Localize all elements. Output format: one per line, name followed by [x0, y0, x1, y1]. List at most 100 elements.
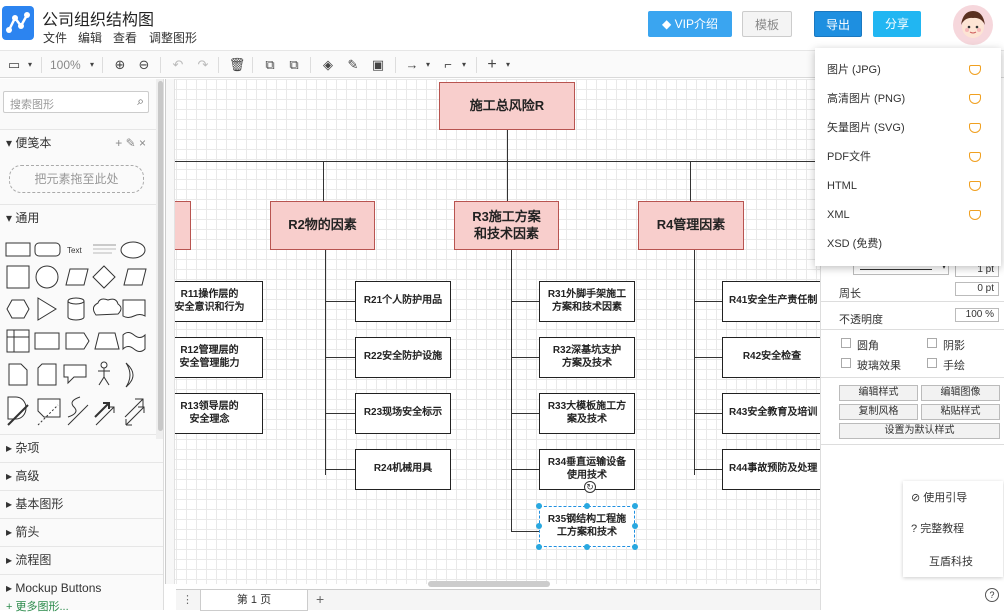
- leaf-node[interactable]: R41安全生产责任制: [722, 281, 820, 322]
- redo-icon[interactable]: ↷: [197, 57, 209, 72]
- scratchpad-tools-icon[interactable]: + ✎ ×: [115, 136, 146, 150]
- shape-search-input[interactable]: 搜索图形 ⌕: [3, 91, 149, 113]
- vip-button[interactable]: ◆ VIP介绍: [648, 11, 732, 37]
- export-xsd-item[interactable]: XSD (免费): [815, 230, 1001, 259]
- bring-to-front-icon[interactable]: ⧉: [265, 57, 275, 72]
- category-node-r2[interactable]: R2物的因素: [270, 201, 375, 250]
- general-header[interactable]: ▾ 通用: [0, 204, 163, 230]
- user-avatar[interactable]: [953, 5, 993, 45]
- leaf-node[interactable]: R13领导层的 安全理念: [166, 393, 263, 434]
- rounded-checkbox[interactable]: [841, 338, 851, 348]
- scratchpad-dropzone[interactable]: 把元素拖至此处: [9, 165, 144, 193]
- line-color-icon[interactable]: ✎: [347, 57, 359, 72]
- resize-handle[interactable]: [632, 503, 638, 509]
- horizontal-scrollbar[interactable]: [428, 581, 550, 587]
- undo-icon[interactable]: ↶: [172, 57, 184, 72]
- category-node-r3[interactable]: R3施工方案 和技术因素: [454, 201, 559, 250]
- menu-file[interactable]: 文件: [43, 31, 68, 45]
- add-page-icon[interactable]: +: [316, 591, 325, 607]
- fill-color-icon[interactable]: ◈: [323, 57, 333, 72]
- chevron-down-icon[interactable]: ▾: [505, 60, 510, 69]
- edit-style-button[interactable]: 编辑样式: [839, 385, 918, 401]
- page-menu-icon[interactable]: ⋮: [182, 594, 193, 606]
- share-button[interactable]: 分享: [873, 11, 921, 37]
- leaf-node[interactable]: R44事故预防及处理: [722, 449, 820, 490]
- zoom-in-icon[interactable]: ⊕: [114, 57, 126, 72]
- zoom-level[interactable]: 100%: [50, 58, 81, 72]
- diagram-canvas[interactable]: 施工总风险R R2物的因素 R3施工方案 和技术因素 R4管理因素 R11操作层…: [165, 79, 820, 584]
- resize-handle[interactable]: [536, 544, 542, 550]
- leaf-node[interactable]: R31外脚手架施工方案和技术因素: [539, 281, 635, 322]
- export-jpg-item[interactable]: 图片 (JPG): [815, 56, 1001, 85]
- resize-handle[interactable]: [632, 544, 638, 550]
- section-advanced[interactable]: ▸ 高级: [0, 462, 163, 488]
- rotate-handle-icon[interactable]: ↻: [584, 481, 596, 493]
- selected-leaf-node[interactable]: R35钢结构工程施工方案和技术: [539, 506, 635, 547]
- export-pdf-item[interactable]: PDF文件: [815, 143, 1001, 172]
- resize-handle[interactable]: [632, 523, 638, 529]
- shadow-checkbox[interactable]: [927, 338, 937, 348]
- root-node[interactable]: 施工总风险R: [439, 82, 575, 130]
- chevron-down-icon[interactable]: ▾: [27, 60, 32, 69]
- glass-checkbox[interactable]: [841, 358, 851, 368]
- category-node-r4[interactable]: R4管理因素: [638, 201, 744, 250]
- paste-style-button[interactable]: 粘贴样式: [921, 404, 1000, 420]
- opacity-field[interactable]: 100 %: [955, 308, 999, 322]
- text-shape[interactable]: Text: [67, 246, 82, 255]
- menu-edit[interactable]: 编辑: [78, 31, 103, 45]
- page-tab-1[interactable]: 第 1 页: [200, 590, 308, 611]
- chevron-down-icon[interactable]: ▾: [425, 60, 430, 69]
- leaf-node[interactable]: R12管理层的 安全管理能力: [166, 337, 263, 378]
- waypoint-icon[interactable]: ⌐: [444, 57, 452, 72]
- send-to-back-icon[interactable]: ⧉: [289, 57, 299, 72]
- resize-handle[interactable]: [584, 544, 590, 550]
- perimeter-field[interactable]: 0 pt: [955, 282, 999, 296]
- insert-plus-icon[interactable]: +: [487, 56, 497, 73]
- menu-view[interactable]: 查看: [113, 31, 138, 45]
- leaf-node[interactable]: R21个人防护用品: [355, 281, 451, 322]
- shadow-icon[interactable]: ▣: [371, 57, 385, 72]
- sketch-checkbox[interactable]: [927, 358, 937, 368]
- general-shape-palette[interactable]: Text: [4, 237, 154, 427]
- leaf-node[interactable]: R43安全教育及培训: [722, 393, 820, 434]
- help-icon[interactable]: ?: [985, 588, 999, 602]
- section-flowchart[interactable]: ▸ 流程图: [0, 546, 163, 572]
- set-default-style-button[interactable]: 设置为默认样式: [839, 423, 1000, 439]
- section-basic[interactable]: ▸ 基本图形: [0, 490, 163, 516]
- resize-handle[interactable]: [536, 503, 542, 509]
- company-link[interactable]: 互盾科技: [929, 556, 973, 568]
- guide-link[interactable]: ⊘ 使用引导: [911, 489, 967, 505]
- chevron-down-icon[interactable]: ▾: [89, 60, 94, 69]
- panel-layout-icon[interactable]: ▭: [7, 57, 21, 72]
- export-svg-item[interactable]: 矢量图片 (SVG): [815, 114, 1001, 143]
- section-arrows[interactable]: ▸ 箭头: [0, 518, 163, 544]
- tutorial-link[interactable]: ? 完整教程: [911, 520, 964, 536]
- resize-handle[interactable]: [584, 503, 590, 509]
- resize-handle[interactable]: [536, 523, 542, 529]
- leaf-node[interactable]: R32深基坑支护方案及技术: [539, 337, 635, 378]
- leaf-node[interactable]: R11操作层的 安全意识和行为: [166, 281, 263, 322]
- template-button[interactable]: 模板: [742, 11, 792, 37]
- leaf-node[interactable]: R42安全检查: [722, 337, 820, 378]
- section-misc[interactable]: ▸ 杂项: [0, 434, 163, 460]
- export-png-item[interactable]: 高清图片 (PNG): [815, 85, 1001, 114]
- scratchpad-header[interactable]: ▾ 便笺本 + ✎ ×: [0, 129, 163, 155]
- sidebar-scrollbar[interactable]: [156, 79, 163, 439]
- menu-arrange[interactable]: 调整图形: [149, 31, 198, 45]
- leaf-node[interactable]: R24机械用具: [355, 449, 451, 490]
- delete-icon[interactable]: 🗑: [228, 57, 246, 72]
- search-icon[interactable]: ⌕: [137, 94, 144, 108]
- copy-style-button[interactable]: 复制风格: [839, 404, 918, 420]
- leaf-node[interactable]: R33大模板施工方案及技术: [539, 393, 635, 434]
- document-title[interactable]: 公司组织结构图: [42, 12, 155, 29]
- export-xml-item[interactable]: XML: [815, 201, 1001, 230]
- edit-image-button[interactable]: 编辑图像: [921, 385, 1000, 401]
- leaf-node[interactable]: R22安全防护设施: [355, 337, 451, 378]
- export-button[interactable]: 导出: [814, 11, 862, 37]
- chevron-down-icon[interactable]: ▾: [461, 60, 466, 69]
- leaf-node[interactable]: R23现场安全标示: [355, 393, 451, 434]
- connection-arrow-icon[interactable]: →: [405, 57, 419, 72]
- section-mockup-buttons[interactable]: ▸ Mockup Buttons: [0, 574, 163, 600]
- export-html-item[interactable]: HTML: [815, 172, 1001, 201]
- zoom-out-icon[interactable]: ⊖: [138, 57, 150, 72]
